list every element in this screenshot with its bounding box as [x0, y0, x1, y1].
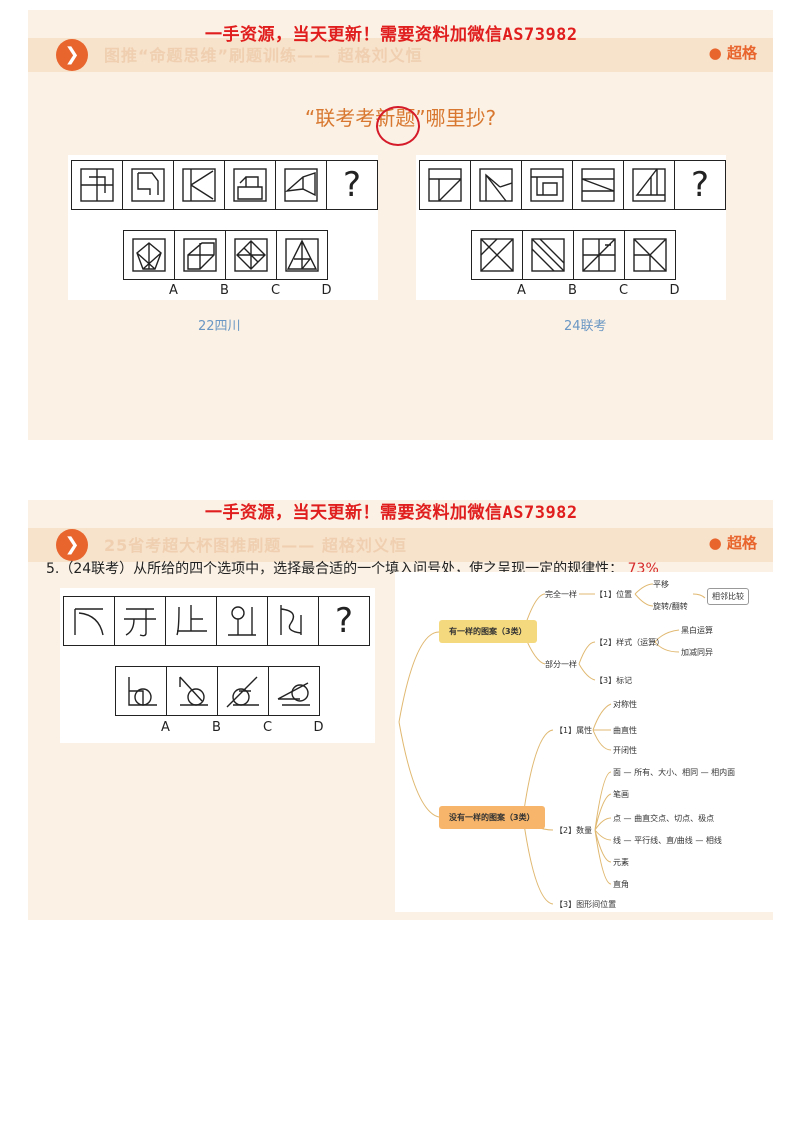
option-label-d: D — [313, 720, 324, 735]
figure-cell — [624, 161, 675, 209]
mind-map-leaf: 平移 — [653, 580, 669, 589]
figure-cell — [225, 161, 276, 209]
watermark-text: 一手资源，当天更新！需要资料加微信AS73982 — [205, 503, 578, 523]
option-a-figure — [124, 231, 175, 279]
mind-map-root-b: 没有一样的图案（3类） — [439, 806, 545, 829]
mind-map-node: 【2】数量 — [555, 826, 593, 835]
figure-cell — [217, 597, 268, 645]
option-b-figure — [175, 231, 226, 279]
mind-map-note: 相邻比较 — [707, 588, 749, 605]
option-label-a: A — [161, 720, 170, 735]
option-c-figure — [218, 667, 269, 715]
options-row — [123, 230, 328, 280]
figure-cell — [522, 161, 573, 209]
option-label-d: D — [321, 283, 332, 298]
question-row: ? — [419, 160, 726, 210]
option-a-figure — [472, 231, 523, 279]
mind-map-leaf: 线 — 平行线、直/曲线 — 相线 — [613, 836, 722, 845]
mind-map-leaf: 直角 — [613, 880, 629, 889]
right-puzzle: ? A B C D — [416, 155, 726, 300]
option-a-figure — [116, 667, 167, 715]
figure-cell — [72, 161, 123, 209]
option-label-b: B — [220, 283, 229, 298]
left-puzzle: ? A B C D — [68, 155, 378, 300]
chevron-right-icon: ❯ — [56, 39, 88, 71]
option-label-c: C — [270, 283, 281, 298]
question-row: ? — [63, 596, 370, 646]
option-label-b: B — [568, 283, 577, 298]
option-c-figure — [574, 231, 625, 279]
option-labels: A B C D — [148, 283, 352, 298]
mind-map: 有一样的图案（3类） 完全一样 部分一样 【1】位置 平移 旋转/翻转 相邻比较… — [395, 572, 773, 912]
option-label-c: C — [262, 720, 273, 735]
option-d-figure — [269, 667, 319, 715]
option-d-figure — [277, 231, 327, 279]
mind-map-node: 【3】标记 — [595, 676, 633, 685]
option-label-a: A — [517, 283, 526, 298]
option-label-c: C — [618, 283, 629, 298]
figure-cell — [115, 597, 166, 645]
chevron-right-icon: ❯ — [56, 529, 88, 561]
mind-map-branches — [398, 583, 706, 905]
option-c-figure — [226, 231, 277, 279]
left-puzzle-caption: 22四川 — [198, 319, 241, 334]
banner-title: 图推“命题思维”刷题训练—— 超格刘义恒 — [104, 46, 423, 65]
mind-map-node: 【1】属性 — [555, 726, 593, 735]
option-b-figure — [523, 231, 574, 279]
watermark-text: 一手资源，当天更新！需要资料加微信AS73982 — [205, 25, 578, 45]
figure-cell — [471, 161, 522, 209]
option-labels: A B C D — [496, 283, 700, 298]
question-mark-cell: ? — [342, 165, 362, 205]
mind-map-node: 【2】样式（运算） — [595, 638, 665, 647]
option-labels: A B C D — [140, 720, 344, 735]
mind-map-leaf: 笔画 — [613, 790, 629, 799]
mind-map-leaf: 面 — 所有、大小、相同 — 相内面 — [613, 768, 736, 777]
mind-map-node: 完全一样 — [545, 590, 577, 599]
options-row — [471, 230, 676, 280]
mind-map-leaf: 对称性 — [613, 700, 637, 709]
right-puzzle-caption: 24联考 — [564, 319, 607, 334]
figure-cell — [174, 161, 225, 209]
option-b-figure — [167, 667, 218, 715]
mind-map-leaf: 曲直性 — [613, 726, 637, 735]
mind-map-leaf: 点 — 曲直交点、切点、极点 — [613, 814, 715, 823]
puzzle-figures: ? A B C D — [60, 588, 375, 743]
title-banner — [28, 528, 773, 562]
mind-map-leaf: 加减同异 — [681, 648, 713, 657]
mind-map-leaf: 旋转/翻转 — [653, 602, 688, 611]
figure-cell — [268, 597, 319, 645]
figure-cell — [573, 161, 624, 209]
mind-map-leaf: 元素 — [613, 858, 629, 867]
question-mark-cell: ? — [690, 165, 710, 205]
mind-map-node: 【1】位置 — [595, 590, 633, 599]
figure-cell — [123, 161, 174, 209]
question-mark-cell: ? — [334, 601, 354, 641]
slide-1: ❯ 图推“命题思维”刷题训练—— 超格刘义恒 ● 超格 “联考考新题”哪里抄? … — [28, 10, 773, 440]
mind-map-leaf: 开闭性 — [613, 746, 637, 755]
brand-logo: ● 超格 — [708, 44, 757, 62]
mind-map-leaf: 黑白运算 — [681, 626, 713, 635]
figure-cell — [166, 597, 217, 645]
figure-cell — [64, 597, 115, 645]
mind-map-node: 【3】图形间位置 — [555, 900, 617, 909]
option-label-a: A — [169, 283, 178, 298]
option-label-d: D — [669, 283, 680, 298]
figure-cell — [420, 161, 471, 209]
banner-title: 25省考超大杯图推刷题—— 超格刘义恒 — [104, 536, 407, 555]
option-d-figure — [625, 231, 675, 279]
figure-cell — [276, 161, 327, 209]
options-row — [115, 666, 320, 716]
title-banner — [28, 38, 773, 72]
mind-map-root-a: 有一样的图案（3类） — [439, 620, 537, 643]
slide-2: ❯ 25省考超大杯图推刷题—— 超格刘义恒 ● 超格 5.（24联考）从所给的四… — [28, 500, 773, 920]
question-row: ? — [71, 160, 378, 210]
mind-map-node: 部分一样 — [545, 660, 577, 669]
handwritten-circle-mark — [376, 106, 420, 146]
brand-logo: ● 超格 — [708, 534, 757, 552]
option-label-b: B — [212, 720, 221, 735]
